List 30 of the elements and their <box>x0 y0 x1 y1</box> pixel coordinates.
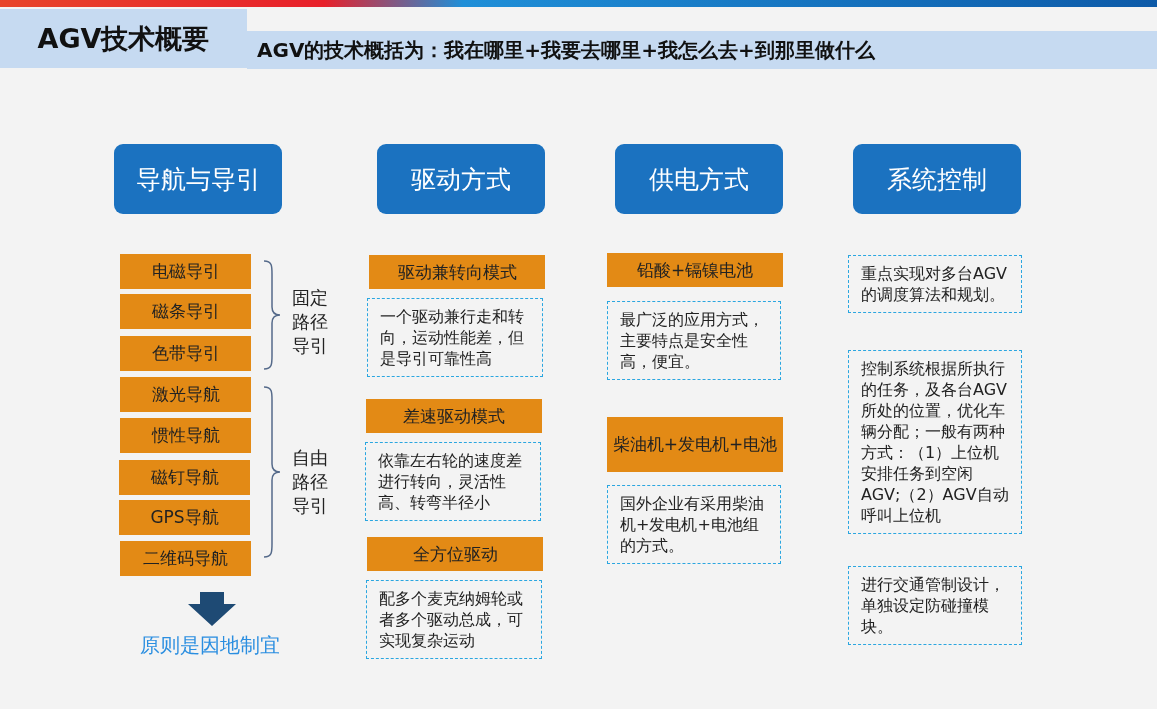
category-header: 导航与导引 <box>114 144 282 214</box>
title-banner: AGV技术概要 <box>0 9 247 68</box>
method-box: 磁钉导航 <box>119 460 250 495</box>
description-box: 一个驱动兼行走和转向，运动性能差，但是导引可靠性高 <box>367 298 543 377</box>
method-box: 二维码导航 <box>120 541 251 576</box>
group-label: 自由路径导引 <box>292 446 329 518</box>
description-box: 控制系统根据所执行的任务，及各台AGV所处的位置，优化车辆分配；一般有两种方式：（1）上位机安排任务到空闲AGV;（2）AGV自动呼叫上位机 <box>848 350 1022 534</box>
description-box: 配多个麦克纳姆轮或者多个驱动总成，可实现复杂运动 <box>366 580 542 659</box>
mode-box: 全方位驱动 <box>367 537 543 571</box>
subtitle-banner: AGV的技术概括为：我在哪里+我要去哪里+我怎么去+到那里做什么 <box>247 31 1157 69</box>
mode-box: 柴油机+发电机+电池 <box>607 417 783 472</box>
method-box: 电磁导引 <box>120 254 251 289</box>
mode-box: 铅酸+镉镍电池 <box>607 253 783 287</box>
description-box: 最广泛的应用方式，主要特点是安全性高，便宜。 <box>607 301 781 380</box>
category-header: 驱动方式 <box>377 144 545 214</box>
mode-box: 差速驱动模式 <box>366 399 542 433</box>
mode-box: 驱动兼转向模式 <box>369 255 545 289</box>
description-box: 重点实现对多台AGV的调度算法和规划。 <box>848 255 1022 313</box>
category-header: 系统控制 <box>853 144 1021 214</box>
description-box: 依靠左右轮的速度差进行转向，灵活性高、转弯半径小 <box>365 442 541 521</box>
method-box: 色带导引 <box>120 336 251 371</box>
description-box: 进行交通管制设计，单独设定防碰撞模块。 <box>848 566 1022 645</box>
group-label: 固定路径导引 <box>292 286 329 358</box>
method-box: GPS导航 <box>119 500 250 535</box>
conclusion-text: 原则是因地制宜 <box>139 632 281 659</box>
method-box: 惯性导航 <box>120 418 251 453</box>
method-box: 磁条导引 <box>120 294 251 329</box>
method-box: 激光导航 <box>120 377 251 412</box>
description-box: 国外企业有采用柴油机+发电机+电池组的方式。 <box>607 485 781 564</box>
category-header: 供电方式 <box>615 144 783 214</box>
